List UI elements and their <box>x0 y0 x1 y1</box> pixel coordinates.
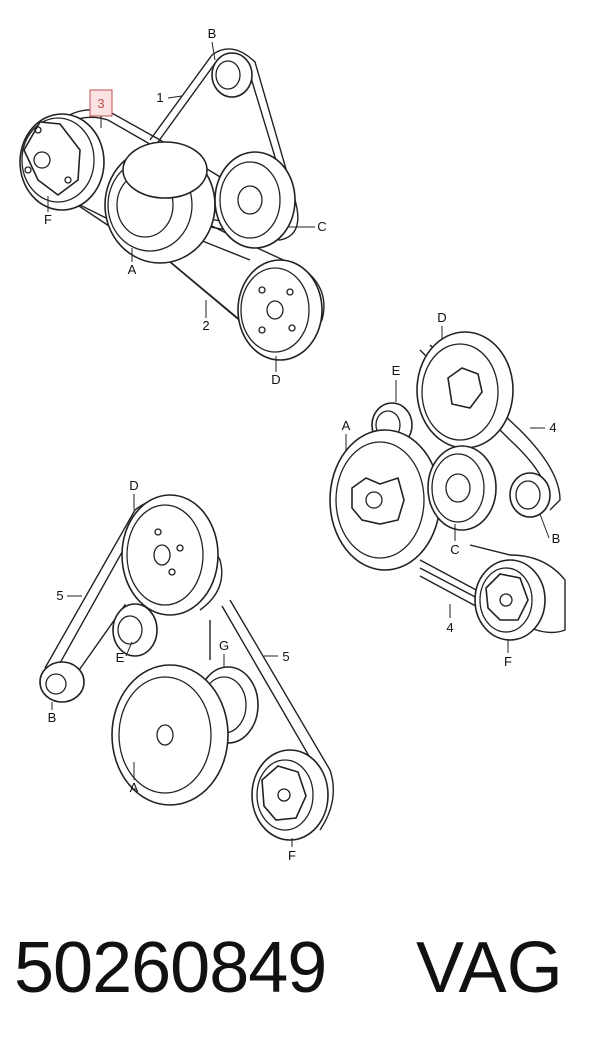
d1-leader-belt1 <box>167 95 183 99</box>
pulley-b <box>211 52 253 98</box>
pulley-f-2 <box>474 559 546 641</box>
d3-label-belt5b: 5 <box>282 649 289 664</box>
d2-label-b: B <box>552 531 561 546</box>
d3-leader-e <box>125 641 133 657</box>
belt-1 <box>149 48 299 241</box>
pulley-d-2 <box>416 331 514 449</box>
pulley-c <box>214 151 296 249</box>
pulley-a <box>104 141 216 264</box>
d3-label-d: D <box>129 478 138 493</box>
d1-label-d: D <box>271 372 280 387</box>
d3-label-e: E <box>116 650 125 665</box>
belt-5-right <box>229 599 335 831</box>
d3-label-f: F <box>288 848 296 863</box>
d2-label-d: D <box>437 310 446 325</box>
d1-label-belt1: 1 <box>156 90 163 105</box>
d1-label-f: F <box>44 212 52 227</box>
diagram-2: D E A 4 B C 4 F <box>329 310 566 669</box>
d1-label-b: B <box>208 26 217 41</box>
d1-label-belt2: 2 <box>202 318 209 333</box>
d3-label-g: G <box>219 638 229 653</box>
pulley-f-3 <box>251 749 329 841</box>
d1-leader-b <box>211 41 216 61</box>
d3-label-a: A <box>130 780 139 795</box>
belt-4-upper <box>429 344 561 511</box>
d2-label-e: E <box>392 363 401 378</box>
pulley-a-3 <box>111 664 229 806</box>
belt-5-right-inner <box>221 605 321 776</box>
pulley-c-2 <box>427 445 497 531</box>
d1-label-a: A <box>128 262 137 277</box>
d2-label-belt4b: 4 <box>446 620 453 635</box>
pulley-a-2 <box>329 429 441 571</box>
d1-label-c: C <box>317 219 326 234</box>
pulley-d <box>237 259 323 361</box>
d3-label-b: B <box>48 710 57 725</box>
d3-label-belt5a: 5 <box>56 588 63 603</box>
d2-label-belt4a: 4 <box>549 420 556 435</box>
diagram-1: 3 B 1 F C A 2 D <box>19 26 327 387</box>
d2-label-c: C <box>450 542 459 557</box>
callout-3-label: 3 <box>97 96 104 111</box>
diagram-3: D 5 E G 5 B A F <box>39 478 335 863</box>
d2-label-a: A <box>342 418 351 433</box>
pulley-b-2 <box>509 472 551 518</box>
d2-leader-b <box>539 513 550 539</box>
pulley-f <box>19 113 105 211</box>
pulley-d-3 <box>121 494 219 616</box>
caption: 50260849 VAG <box>0 918 600 1018</box>
pulley-e-3 <box>112 603 158 657</box>
d2-label-f: F <box>504 654 512 669</box>
part-number: 50260849 <box>14 928 327 1008</box>
pulley-b-3 <box>39 661 85 703</box>
brand-name: VAG <box>416 928 563 1008</box>
